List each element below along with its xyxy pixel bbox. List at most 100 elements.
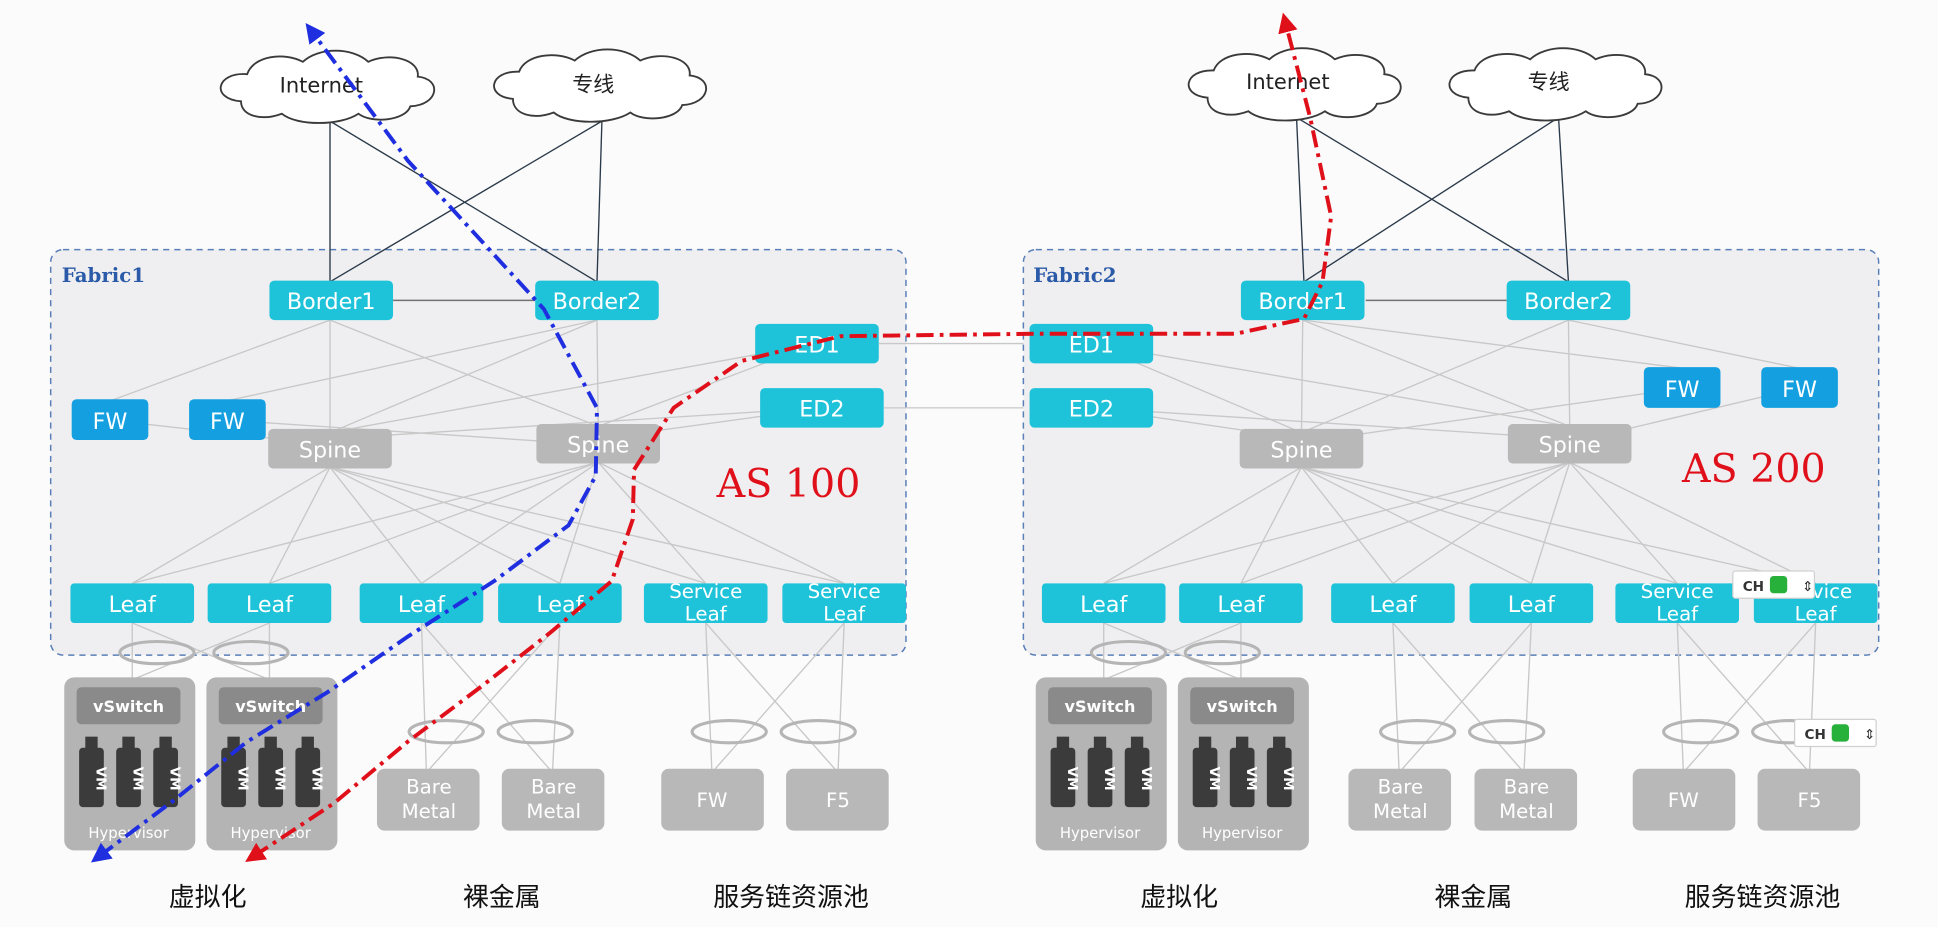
svg-text:Leaf: Leaf [398,592,446,618]
fabric2-private-line-label: 专线 [1528,69,1570,94]
fabric1-bare-metal-2: Bare Metal [501,768,605,831]
fabric2-service-leaf-1: Service Leaf [1615,580,1740,625]
fabric1-appliance-fw: FW [661,768,764,831]
fabric2-appliance-fw: FW [1632,768,1736,831]
svg-text:Metal: Metal [1373,800,1428,823]
svg-text:Border1: Border1 [287,289,376,315]
fabric1-bare-metal-1: Bare Metal [376,768,480,831]
svg-text:FW: FW [93,409,128,435]
svg-text:F5: F5 [826,789,850,812]
svg-text:ED2: ED2 [1069,397,1114,423]
fabric2-bare-metal-1: Bare Metal [1348,768,1452,831]
svg-text:Metal: Metal [1499,800,1554,823]
svg-text:Service: Service [669,580,742,603]
svg-text:Metal: Metal [526,800,581,823]
fabric1-leaf-1: Leaf [70,583,195,623]
fabric1-service-leaf-2: Service Leaf [782,580,906,625]
svg-text:Border1: Border1 [1258,289,1347,315]
svg-text:CH: CH [1805,727,1826,743]
svg-text:CH: CH [1743,579,1764,595]
fabric2-label-service-chain: 服务链资源池 [1685,883,1841,913]
fabric1-service-leaf-1: Service Leaf [643,580,768,625]
svg-text:VM: VM [235,767,251,791]
svg-text:FW: FW [210,409,245,435]
svg-text:Leaf: Leaf [1369,592,1417,618]
fabric2-private-line-cloud: 专线 [1448,47,1663,122]
fabric1-border2: Border2 [535,280,659,321]
fabric2-border1: Border1 [1240,280,1365,321]
svg-text:FW: FW [1782,377,1817,403]
svg-text:F5: F5 [1797,789,1821,812]
fabric1-as-number: AS 100 [716,461,861,507]
svg-text:Leaf: Leaf [823,602,866,625]
svg-text:VM: VM [92,767,108,791]
fabric2-ed1: ED1 [1029,323,1154,364]
fabric1-private-line-label: 专线 [572,71,614,96]
svg-text:vSwitch: vSwitch [93,697,164,716]
fabric1-internet-cloud: Internet [220,49,436,124]
svg-text:vSwitch: vSwitch [1065,697,1136,716]
fabric2-label: Fabric2 [1033,263,1116,287]
svg-text:FW: FW [1665,377,1700,403]
svg-text:VM: VM [167,767,183,791]
fabric2-label-bare-metal: 裸金属 [1434,883,1512,913]
red-traffic-path [245,12,1334,863]
fabric2-spine-1: Spine [1239,428,1364,469]
fabric2: Fabric2 [1022,47,1880,913]
svg-text:Leaf: Leaf [685,602,728,625]
fabric2-border2: Border2 [1506,280,1631,321]
fabric1-ed2: ED2 [760,388,884,428]
svg-text:VM: VM [309,767,325,791]
fabric1-hypervisor-1: vSwitch VM VM VM Hypervisor [64,677,196,851]
fabric2-fw-2: FW [1761,367,1838,408]
svg-text:Leaf: Leaf [1217,592,1265,618]
fabric2-hypervisor-2: vSwitch VM VM VM Hypervisor [1177,677,1309,851]
svg-text:Hypervisor: Hypervisor [1202,825,1283,842]
fabric1-ed1: ED1 [755,323,879,364]
svg-text:Leaf: Leaf [536,592,584,618]
svg-text:Bare: Bare [1504,776,1550,799]
svg-text:Leaf: Leaf [1656,602,1699,625]
svg-text:VM: VM [272,767,288,791]
svg-text:VM: VM [1064,767,1080,791]
ime-badge-2: CH ⇕ [1794,718,1877,748]
svg-text:⇕: ⇕ [1864,727,1875,743]
svg-text:ED1: ED1 [1069,332,1114,358]
fabric2-internet-label: Internet [1246,69,1329,94]
fabric1-appliance-f5: F5 [786,768,889,831]
svg-text:Service: Service [808,580,881,603]
svg-text:VM: VM [1206,767,1222,791]
svg-text:Hypervisor: Hypervisor [1060,825,1141,842]
svg-text:VM: VM [1243,767,1259,791]
fabric2-hypervisor-1: vSwitch VM VM VM Hypervisor [1035,677,1167,851]
fabric1-private-line-cloud: 专线 [493,48,708,123]
svg-text:ED2: ED2 [799,397,844,423]
fabric1-hypervisor-2: vSwitch VM VM VM Hypervisor [206,677,338,851]
fabric2-appliance-f5: F5 [1757,768,1861,831]
fabric2-leaf-1: Leaf [1041,583,1166,623]
svg-text:⇕: ⇕ [1802,579,1813,595]
svg-text:Bare: Bare [406,776,452,799]
fabric1-border1: Border1 [269,280,394,321]
fabric1-fw-1: FW [71,399,149,441]
svg-text:FW: FW [1668,789,1699,812]
fabric2-leaf-2: Leaf [1179,583,1303,623]
svg-text:Border2: Border2 [553,289,642,315]
fabric1-label-bare-metal: 裸金属 [463,883,541,913]
fabric1-label-virtualization: 虚拟化 [169,883,247,913]
fabric2-spine-2: Spine [1507,423,1632,464]
svg-text:Bare: Bare [1378,776,1424,799]
fabric2-leaf-3: Leaf [1331,583,1455,623]
svg-text:VM: VM [1101,767,1117,791]
svg-text:Metal: Metal [402,800,457,823]
svg-text:Service: Service [1641,580,1714,603]
fabric1: Fabric1 [49,48,907,913]
fabric1-label: Fabric1 [62,263,145,287]
svg-text:FW: FW [696,789,727,812]
svg-text:Leaf: Leaf [109,592,157,618]
fabric1-leaf-3: Leaf [359,583,484,623]
fabric1-label-service-chain: 服务链资源池 [713,883,869,913]
svg-text:VM: VM [1280,767,1296,791]
